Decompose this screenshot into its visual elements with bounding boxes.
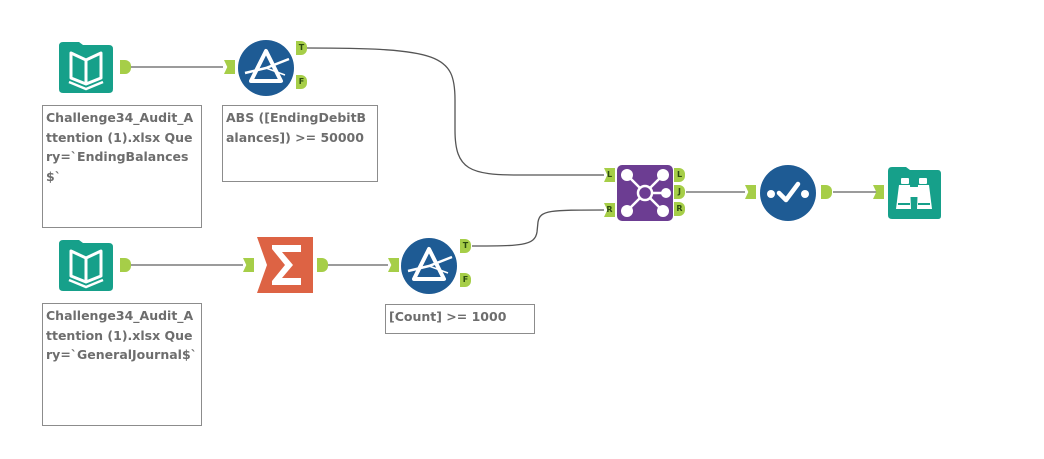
filter1-true-anchor[interactable]: T [296,41,307,55]
prism-filter-icon [401,238,457,294]
input2-annotation: Challenge34_Audit_Attention (1).xlsx Que… [42,303,202,426]
input-data-tool-2[interactable] [57,238,115,293]
connector-filter1-join-left[interactable] [306,47,604,176]
checkmark-dots-icon [760,165,816,221]
filter2-input-anchor[interactable] [388,258,399,272]
filter2-false-anchor[interactable]: F [460,273,471,287]
input1-output-anchor[interactable] [120,60,131,74]
browse-tool[interactable] [886,165,942,221]
input2-output-anchor[interactable] [120,258,131,272]
input1-annotation: Challenge34_Audit_Attention (1).xlsx Que… [42,105,202,228]
summarize-tool[interactable] [257,237,313,293]
sigma-icon [257,237,313,293]
join-right-output-anchor[interactable]: R [674,202,685,216]
select-input-anchor[interactable] [745,185,756,199]
filter1-input-anchor[interactable] [224,60,235,74]
select-output-anchor[interactable] [821,185,832,199]
browse-input-anchor[interactable] [873,185,884,199]
summarize-output-anchor[interactable] [317,258,328,272]
join-icon [617,165,673,221]
filter1-annotation: ABS ([EndingDebitBalances]) >= 50000 [222,105,378,182]
join-tool[interactable] [617,165,673,221]
filter-tool-2[interactable] [400,237,458,295]
join-left-input-anchor[interactable]: L [604,168,615,182]
join-right-input-anchor[interactable]: R [604,203,615,217]
summarize-input-anchor[interactable] [243,258,254,272]
prism-filter-icon [238,40,294,96]
input-data-tool-1[interactable] [57,40,115,95]
book-icon [59,240,113,291]
binoculars-icon [888,167,941,219]
select-tool[interactable] [759,164,817,222]
connector-filter2-join-right[interactable] [471,209,605,247]
filter2-annotation: [Count] >= 1000 [385,304,535,334]
join-left-output-anchor[interactable]: L [674,168,685,182]
book-icon [59,42,113,93]
filter1-false-anchor[interactable]: F [296,75,307,89]
filter2-true-anchor[interactable]: T [460,239,471,253]
filter-tool-1[interactable] [237,39,295,97]
join-join-output-anchor[interactable]: J [674,185,685,199]
